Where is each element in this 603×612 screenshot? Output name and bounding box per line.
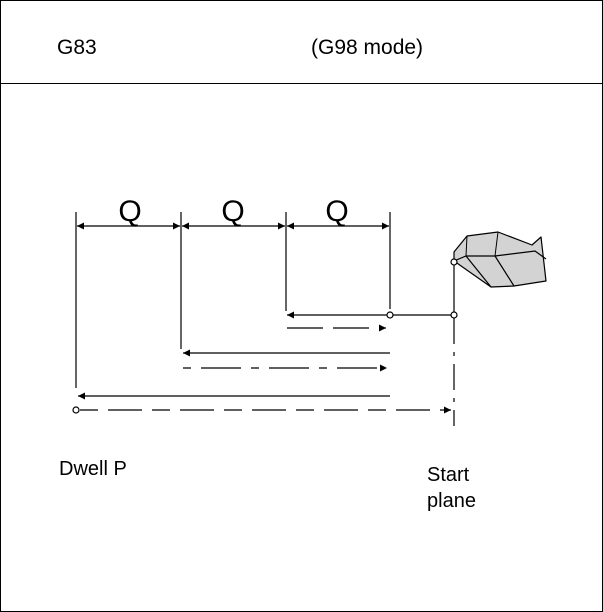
dwell-point <box>72 406 80 414</box>
start-plane-label-line2: plane <box>427 490 476 512</box>
q-label-2: Q <box>221 195 244 228</box>
cycle-code: G83 <box>57 36 97 59</box>
drill-tool-icon <box>453 231 547 288</box>
mode-label: (G98 mode) <box>311 36 424 59</box>
q-label-1: Q <box>118 195 141 228</box>
start-plane-point <box>450 311 458 319</box>
q-label-3: Q <box>325 195 348 228</box>
tool-tip-point <box>450 258 458 266</box>
start-plane-label-line1: Start <box>427 464 470 486</box>
header-panel: G83 (G98 mode) <box>1 1 602 84</box>
dwell-label: Dwell P <box>59 458 127 480</box>
peck-1-point <box>386 311 394 319</box>
